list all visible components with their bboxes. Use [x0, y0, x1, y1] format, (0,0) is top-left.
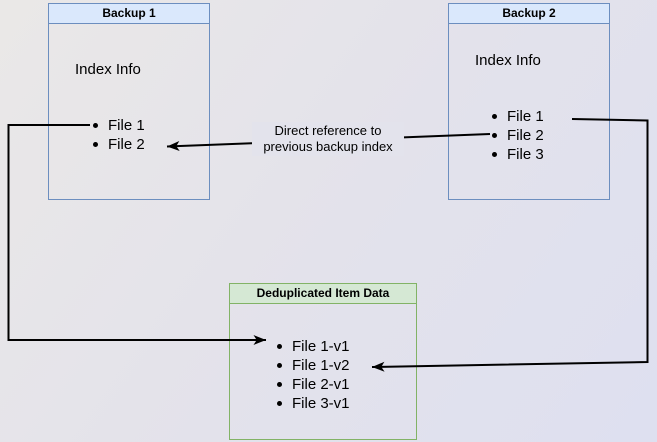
backup1-title: Backup 1 — [49, 4, 209, 24]
backup1-box: Backup 1 — [48, 3, 210, 200]
edge-label-direct-reference: Direct reference to previous backup inde… — [252, 122, 404, 156]
list-item: File 3-v1 — [277, 394, 350, 413]
list-item: File 1-v1 — [277, 337, 350, 356]
list-item: File 1 — [492, 107, 544, 126]
list-item: File 2 — [93, 135, 145, 154]
list-item: File 1 — [93, 116, 145, 135]
list-item: File 2 — [492, 126, 544, 145]
backup1-file-list: File 1 File 2 — [93, 116, 145, 154]
backup2-file-list: File 1 File 2 File 3 — [492, 107, 544, 164]
backup1-index-info-label: Index Info — [75, 61, 141, 78]
edge-label-line1: Direct reference to — [274, 123, 382, 138]
list-item: File 1-v2 — [277, 356, 350, 375]
dedup-box: Deduplicated Item Data — [229, 283, 417, 440]
list-item: File 2-v1 — [277, 375, 350, 394]
edge-label-line2: previous backup index — [263, 139, 393, 154]
dedup-item-list: File 1-v1 File 1-v2 File 2-v1 File 3-v1 — [277, 337, 350, 413]
dedup-title: Deduplicated Item Data — [230, 284, 416, 304]
list-item: File 3 — [492, 145, 544, 164]
backup2-index-info-label: Index Info — [475, 52, 541, 69]
backup2-title: Backup 2 — [449, 4, 609, 24]
backup2-box: Backup 2 — [448, 3, 610, 200]
